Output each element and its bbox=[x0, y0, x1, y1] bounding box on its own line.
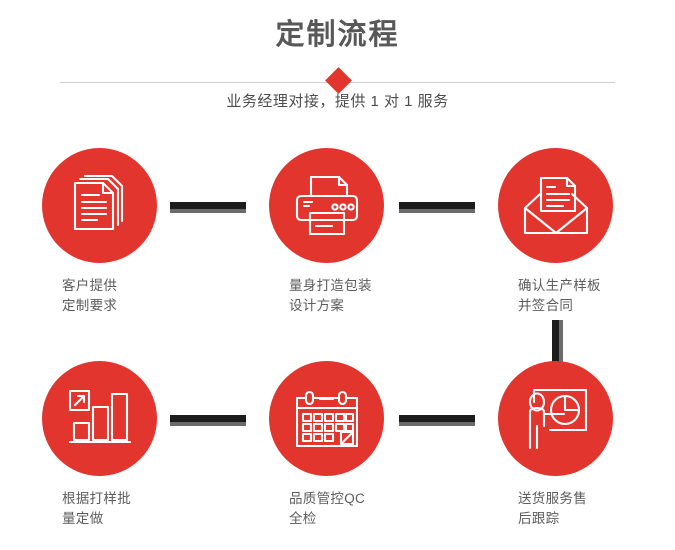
calendar-icon bbox=[295, 390, 358, 448]
connector-step2-step3 bbox=[399, 202, 475, 213]
flow-step-3-line2: 并签合同 bbox=[518, 298, 574, 313]
flow-step-4-circle[interactable] bbox=[42, 361, 157, 476]
flow-step-4-line2: 量定做 bbox=[62, 511, 104, 526]
page-title: 定制流程 bbox=[275, 19, 400, 51]
flow-step-2-line2: 设计方案 bbox=[289, 298, 345, 313]
flow-step-6-line1: 送货服务售 bbox=[518, 491, 587, 506]
documents-stack-icon bbox=[69, 174, 131, 237]
flow-step-6-circle[interactable] bbox=[498, 361, 613, 476]
flow-step-4-caption: 根据打样批 量定做 bbox=[62, 489, 222, 529]
flow-step-3-caption: 确认生产样板 并签合同 bbox=[518, 276, 675, 316]
flow-step-3-circle[interactable] bbox=[498, 148, 613, 263]
flow-step-6-caption: 送货服务售 后跟踪 bbox=[518, 489, 675, 529]
connector-step5-step6 bbox=[399, 415, 475, 426]
page-subtitle: 业务经理对接，提供 1 对 1 服务 bbox=[226, 93, 449, 110]
page-header: 定制流程 业务经理对接，提供 1 对 1 服务 bbox=[0, 0, 675, 130]
flow-step-1-line1: 客户提供 bbox=[62, 278, 118, 293]
flow-step-2-caption: 量身打造包装 设计方案 bbox=[289, 276, 449, 316]
flow-step-1-caption: 客户提供 定制要求 bbox=[62, 276, 222, 316]
flow-step-5-line2: 全检 bbox=[289, 511, 317, 526]
connector-step1-step2 bbox=[170, 202, 246, 213]
flow-step-5-line1: 品质管控QC bbox=[289, 491, 366, 506]
flow-step-5-caption: 品质管控QC 全检 bbox=[289, 489, 449, 529]
flow-step-2-circle[interactable] bbox=[269, 148, 384, 263]
envelope-document-icon bbox=[523, 176, 589, 235]
flow-step-4-line1: 根据打样批 bbox=[62, 491, 131, 506]
flow-step-1-circle[interactable] bbox=[42, 148, 157, 263]
flow-step-6-line2: 后跟踪 bbox=[518, 511, 560, 526]
flow-step-5-circle[interactable] bbox=[269, 361, 384, 476]
process-flow-diagram: 客户提供 定制要求 bbox=[0, 130, 675, 550]
connector-step3-step4 bbox=[552, 320, 563, 362]
printer-icon bbox=[295, 175, 359, 236]
connector-step4-step5 bbox=[170, 415, 246, 426]
bar-chart-growth-icon bbox=[68, 389, 131, 448]
flow-step-2-line1: 量身打造包装 bbox=[289, 278, 372, 293]
presenter-pie-chart-icon bbox=[524, 388, 588, 450]
flow-step-1-line2: 定制要求 bbox=[62, 298, 118, 313]
title-divider bbox=[60, 67, 615, 95]
flow-step-3-line1: 确认生产样板 bbox=[518, 278, 601, 293]
